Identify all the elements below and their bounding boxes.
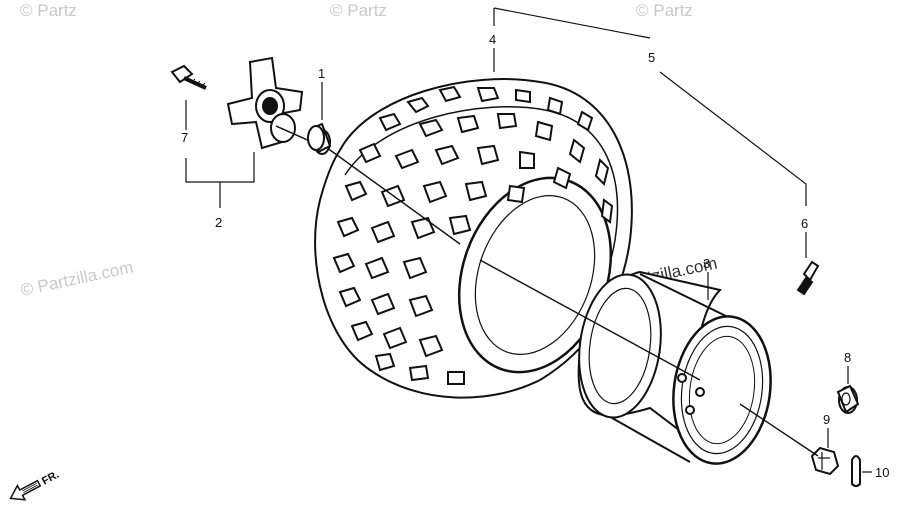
axle-nut[interactable] (810, 446, 840, 476)
callout-5: 5 (648, 50, 655, 65)
callout-3: 3 (703, 256, 710, 271)
callout-1: 1 (318, 66, 325, 81)
tire-valve[interactable] (796, 260, 820, 296)
cap-nut[interactable] (836, 384, 860, 414)
callout-8: 8 (844, 350, 851, 365)
callout-9: 9 (823, 412, 830, 427)
cotter-pin[interactable] (851, 455, 861, 487)
watermark-left: © Partzilla.com (19, 258, 135, 300)
spacer-collar[interactable] (307, 122, 332, 155)
watermark-top-right: © Partz (636, 1, 693, 20)
wheel-rim[interactable] (570, 269, 779, 470)
callout-7: 7 (181, 130, 188, 145)
watermark-top-left: © Partz (20, 1, 77, 20)
front-direction-arrow: FR. (9, 469, 61, 501)
leader-lines (185, 7, 872, 473)
tire[interactable] (314, 78, 637, 399)
flange-bolt[interactable] (170, 64, 207, 90)
watermark-top-center: © Partz (330, 1, 387, 20)
wheel-hub[interactable] (226, 56, 331, 151)
callout-2: 2 (215, 215, 222, 230)
tread-pattern (332, 85, 614, 385)
callout-4: 4 (489, 32, 496, 47)
center-axis-lines (329, 149, 819, 457)
callout-10: 10 (875, 465, 889, 480)
callout-6: 6 (801, 216, 808, 231)
front-direction-label: FR. (40, 469, 61, 488)
